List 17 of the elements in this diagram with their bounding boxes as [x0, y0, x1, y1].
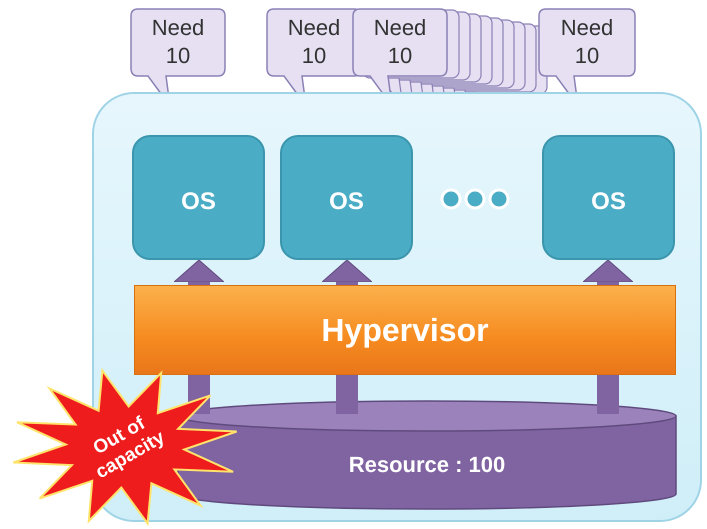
- arrow: [582, 260, 634, 285]
- os-label: OS: [180, 187, 217, 217]
- callout-text: Need 10: [286, 14, 342, 70]
- os-box: [132, 135, 265, 260]
- container-panel: [92, 92, 702, 522]
- hypervisor-label: Hypervisor: [320, 310, 490, 350]
- callout-text: Need 10: [560, 14, 614, 70]
- os-label: OS: [328, 187, 365, 217]
- arrow: [174, 260, 224, 285]
- callout-text: Need 10: [372, 14, 428, 70]
- resource-label: Resource : 100: [348, 451, 506, 479]
- os-box: [280, 135, 413, 260]
- os-box: [542, 135, 675, 260]
- hypervisor-bar: [134, 285, 676, 375]
- callout-text: Need 10: [150, 14, 206, 70]
- os-label: OS: [590, 187, 627, 217]
- arrow: [322, 260, 372, 285]
